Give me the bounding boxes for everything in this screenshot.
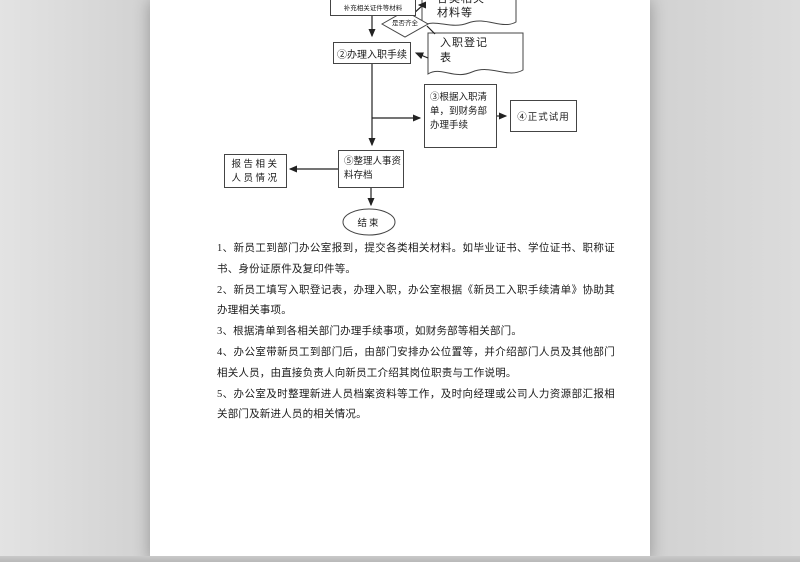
flowchart-box-archive-files: ⑤整理人事资 料存档 bbox=[338, 150, 404, 188]
flowchart-box-finance-procedures: ③根据入职清 单，到财务部 办理手续 bbox=[424, 84, 497, 148]
line-diamond-to-register-doc bbox=[426, 25, 436, 35]
materials-doc-line2: 材料等 bbox=[437, 7, 473, 19]
register-doc-label: 入职登记 表 bbox=[428, 36, 523, 66]
paragraph-3: 3、根据清单到各相关部门办理手续事项，如财务部等相关部门。 bbox=[217, 326, 523, 338]
finance-box-line3: 办理手续 bbox=[430, 121, 469, 131]
register-doc-line2: 表 bbox=[440, 52, 452, 64]
trial-box-label: ④正式试用 bbox=[517, 113, 570, 123]
flowchart-box-formal-trial: ④正式试用 bbox=[510, 100, 577, 132]
paragraph-1: 1、新员工到部门办公室报到，提交各类相关材料。如毕业证书、学位证书、职称证书、身… bbox=[217, 243, 615, 275]
flowchart-box-report-personnel: 报告相关 人员情况 bbox=[224, 154, 287, 188]
archive-box-line1: ⑤整理人事资 bbox=[344, 157, 402, 167]
paragraph-2: 2、新员工填写入职登记表，办理入职，办公室根据《新员工入职手续清单》协助其办理相… bbox=[217, 284, 615, 317]
materials-doc-line1: 各类相关 bbox=[437, 0, 516, 6]
paragraph-4: 4、办公室带新员工到部门后，由部门安排办公位置等，并介绍部门人员及其他部门相关人… bbox=[217, 346, 615, 379]
report-box-line2: 人员情况 bbox=[231, 174, 280, 184]
register-doc-line1: 入职登记 bbox=[440, 37, 488, 49]
flowchart-box-supplement-materials: 补充相关证件等材料 bbox=[330, 0, 416, 16]
finance-box-line1: ③根据入职清 bbox=[430, 93, 488, 103]
decision-diamond-label: 是否齐全 bbox=[392, 20, 418, 27]
arrow-register-doc-to-handle bbox=[414, 52, 429, 60]
archive-box-line2: 料存档 bbox=[344, 171, 373, 181]
document-page: 补充相关证件等材料 是否齐全 各类相关 材料等 ②办理入职手续 入职登记 表 ③… bbox=[150, 0, 650, 562]
finance-box-line2: 单，到财务部 bbox=[430, 107, 488, 117]
end-node-label: 结束 bbox=[357, 219, 381, 229]
flowchart-diagram bbox=[288, 0, 524, 236]
register-doc-shape bbox=[427, 32, 524, 76]
paragraph-5: 5、办公室及时整理新进人员档案资料等工作，及时向经理或公司人力资源部汇报相关部门… bbox=[217, 388, 615, 421]
materials-doc-label: 各类相关 材料等 bbox=[422, 0, 516, 20]
supplement-box-label: 补充相关证件等材料 bbox=[343, 5, 403, 12]
handle-box-label: ②办理入职手续 bbox=[337, 49, 407, 61]
viewer-bottom-edge bbox=[0, 556, 800, 562]
flowchart-box-handle-onboarding: ②办理入职手续 bbox=[333, 42, 411, 64]
report-box-line1: 报告相关 bbox=[231, 160, 280, 170]
procedure-paragraphs: 1、新员工到部门办公室报到，提交各类相关材料。如毕业证书、学位证书、职称证书、身… bbox=[217, 239, 615, 426]
flowchart-connectors bbox=[288, 1, 508, 207]
materials-doc-shape bbox=[421, 0, 517, 27]
end-ellipse-shape bbox=[342, 208, 396, 236]
